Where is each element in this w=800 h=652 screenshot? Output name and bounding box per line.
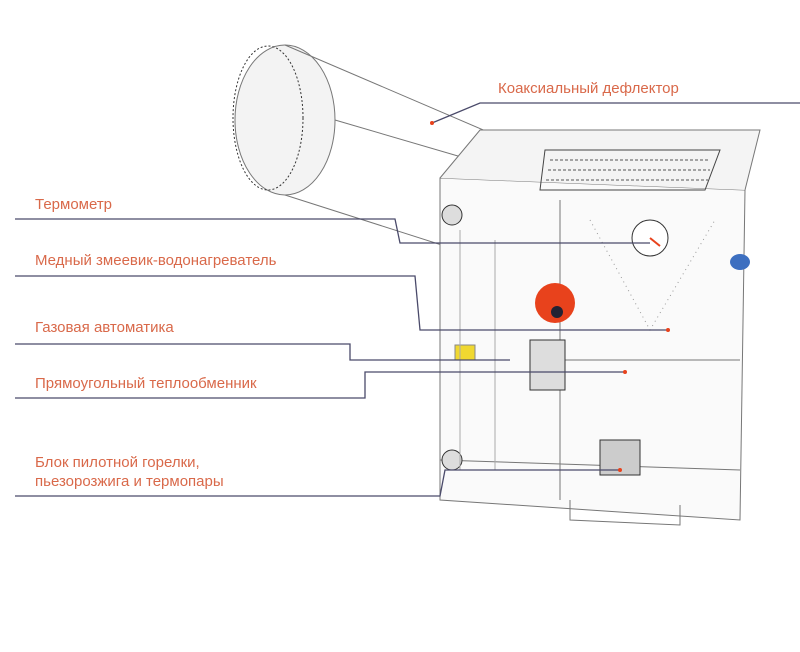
pilot-burner [599,439,641,476]
label-coaxial-deflector: Коаксиальный дефлектор [498,80,679,97]
label-gas-automation: Газовая автоматика [35,319,174,336]
label-pilot-block-line2: пьезорозжига и термопары [35,473,224,490]
label-copper-coil: Медный змеевик-водонагреватель [35,252,277,269]
label-pilot-block-line1: Блок пилотной горелки, [35,454,200,471]
boiler-body [439,129,761,526]
red-control-disc [535,283,575,323]
label-heat-exchanger: Прямоугольный теплообменник [35,375,257,392]
label-thermometer: Термометр [35,196,113,213]
logo-badge [730,254,750,270]
leader-lines [15,102,800,497]
gas-valve [529,339,566,391]
